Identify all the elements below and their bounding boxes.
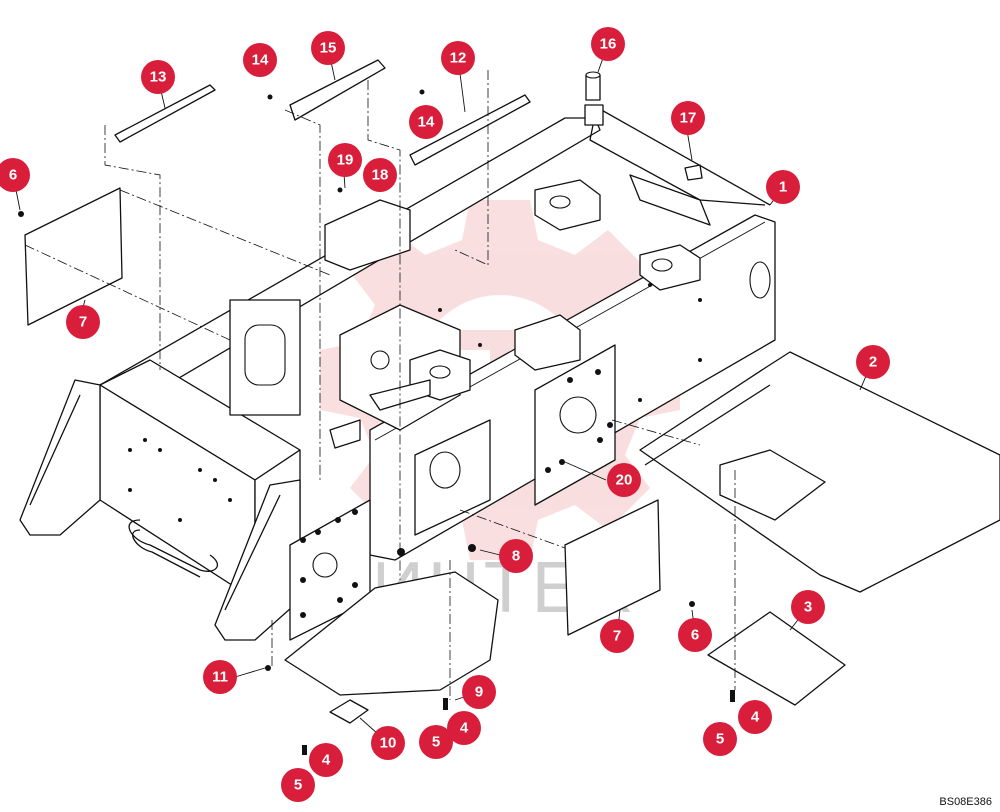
callout-8: 8 [499,539,533,573]
svg-text:7: 7 [613,628,621,645]
part-17-clip [684,164,703,181]
part-7-left-cover [24,187,123,326]
svg-text:4: 4 [751,709,760,726]
svg-text:8: 8 [512,548,520,565]
callout-14: 14 [243,43,277,77]
callout-4: 4 [738,700,772,734]
callout-20: 20 [607,463,641,497]
frame-bolts [300,369,613,618]
callout-1: 1 [766,170,800,204]
callout-3: 3 [791,590,825,624]
document-code: BS08E386 [939,796,992,808]
svg-text:4: 4 [322,752,331,769]
callout-4: 4 [309,743,343,777]
svg-text:12: 12 [450,50,467,67]
callout-19: 19 [328,143,362,177]
svg-text:3: 3 [804,599,812,616]
svg-text:11: 11 [212,669,228,686]
callout-5: 5 [703,722,737,756]
callout-9: 9 [462,675,496,709]
svg-text:16: 16 [600,36,617,53]
svg-text:5: 5 [432,734,440,751]
svg-text:6: 6 [691,627,699,644]
callout-18: 18 [363,158,397,192]
callout-5: 5 [281,768,315,802]
part-15-channel [289,59,386,121]
svg-text:19: 19 [337,152,354,169]
callout-12: 12 [441,41,475,75]
svg-text:20: 20 [616,472,633,489]
svg-text:9: 9 [475,684,483,701]
panel-rivets [128,283,702,522]
svg-text:14: 14 [418,114,435,131]
part-10-small-plate [329,699,369,724]
part-13-strip [114,84,216,143]
svg-text:6: 6 [9,167,17,184]
svg-text:10: 10 [380,735,397,752]
callout-10: 10 [371,726,405,760]
callout-2: 2 [856,345,890,379]
svg-text:13: 13 [150,69,167,86]
callout-4: 4 [447,711,481,745]
callout-13: 13 [141,60,175,94]
callout-6: 6 [678,618,712,652]
svg-text:2: 2 [869,354,877,371]
svg-text:15: 15 [320,40,337,57]
part-12-bar [409,94,531,166]
callout-17: 17 [671,101,705,135]
part-3-small-plate [707,611,846,706]
callout-16: 16 [591,27,625,61]
fasteners [18,89,735,755]
assembly-lines [24,70,736,700]
svg-text:7: 7 [79,314,87,331]
svg-text:17: 17 [680,110,697,127]
part-9-lower-cover [284,571,499,696]
part-7-right-cover [564,499,661,636]
callout-14: 14 [409,105,443,139]
callout-5: 5 [419,725,453,759]
svg-text:18: 18 [372,167,389,184]
svg-text:5: 5 [716,731,724,748]
svg-text:14: 14 [252,52,269,69]
callout-7: 7 [66,305,100,339]
main-frame [19,71,776,641]
svg-text:5: 5 [294,777,302,794]
callout-7: 7 [600,619,634,653]
callout-11: 11 [203,660,237,694]
part-2-floor-plate [639,351,1000,593]
svg-text:1: 1 [779,179,787,196]
callout-6: 6 [0,158,30,192]
callout-15: 15 [311,31,345,65]
svg-text:4: 4 [460,720,469,737]
